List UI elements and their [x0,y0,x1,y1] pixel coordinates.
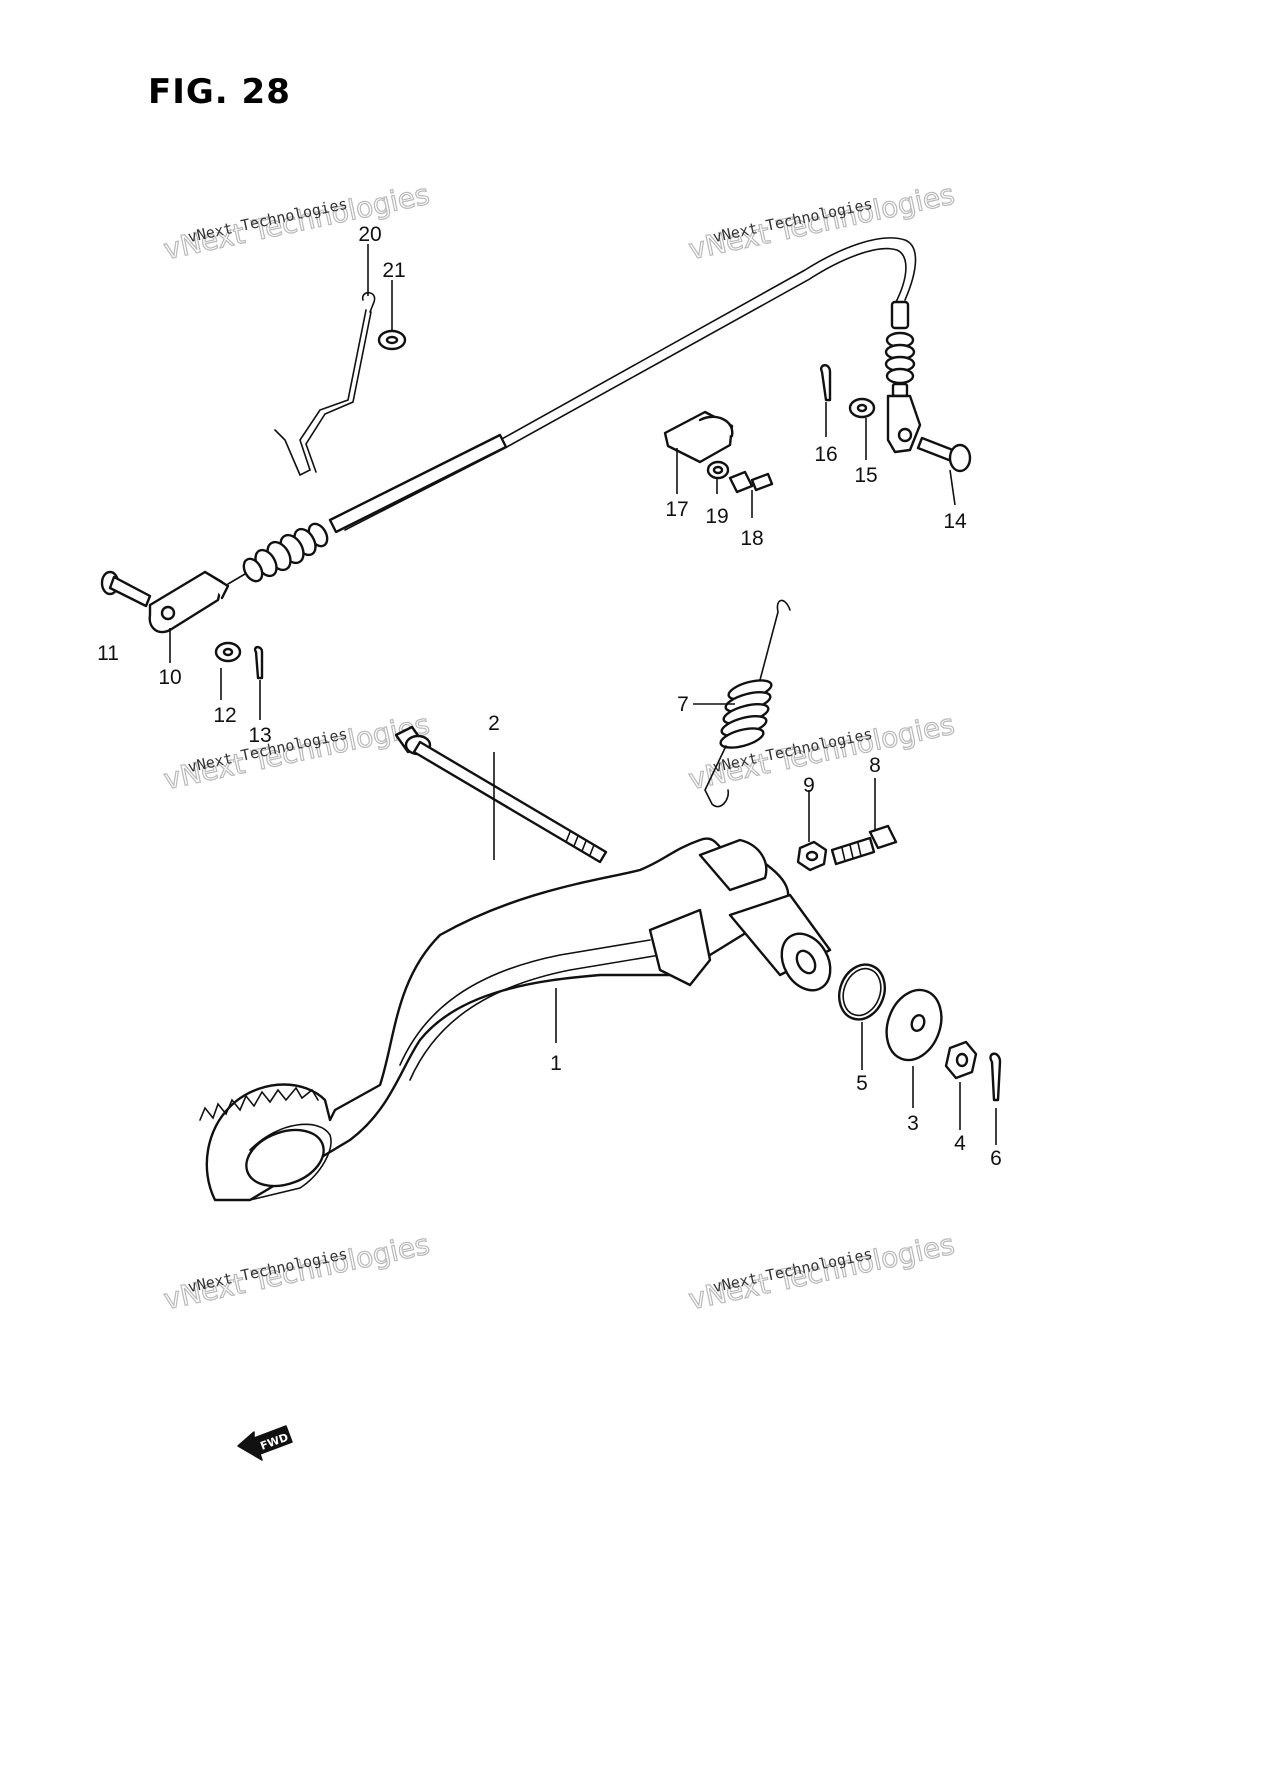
part-14-clevis-pin [916,436,972,473]
callout-14: 14 [943,510,967,533]
callout-7: 7 [677,693,689,716]
watermark-top-left: vNext Technologies vNext Technologies [160,177,433,267]
upper-clevis [886,394,922,454]
callout-1: 1 [550,1052,562,1075]
part-3-washer [885,988,943,1062]
part-12-washer [214,641,242,663]
part-11-clevis-pin [100,570,152,608]
part-16-cotter-pin [820,364,832,402]
callout-17: 17 [665,498,688,521]
cable-boot-upper [884,300,916,398]
callout-3: 3 [907,1112,919,1135]
callout-19: 19 [705,505,728,528]
callout-21: 21 [382,259,405,282]
figure-title: FIG. 28 [148,72,291,112]
watermark-bottom-left: vNext Technologies vNext Technologies [160,1227,433,1317]
fwd-arrow-icon: FWD [237,1425,293,1461]
part-17-cable-guide [663,410,734,464]
callout-8: 8 [869,754,881,777]
callout-20: 20 [358,223,381,246]
part-6-cotter-pin [989,1052,1002,1102]
part-15-washer [848,397,876,419]
part-2-long-bolt [394,725,608,864]
callout-11: 11 [97,642,119,665]
callout-16: 16 [814,443,837,466]
watermark-mid-left: vNext Technologies vNext Technologies [160,707,433,797]
watermark-top-right: vNext Technologies vNext Technologies [685,177,958,267]
callout-6: 6 [990,1147,1002,1170]
callout-12: 12 [213,704,236,727]
part-9-nut [796,840,828,872]
part-19-washer [706,460,730,480]
part-7-return-spring [704,599,791,808]
callout-10: 10 [158,666,181,689]
callout-labels: 1 2 3 4 5 6 7 8 9 10 11 12 13 14 15 16 1… [97,223,1002,1170]
part-8-bolt [830,824,898,866]
callout-5: 5 [856,1072,868,1095]
callout-2: 2 [488,712,500,735]
watermark-bottom-right: vNext Technologies vNext Technologies [685,1227,958,1317]
part-1-brake-pedal [199,837,832,1202]
part-5-o-ring [838,963,886,1021]
callout-15: 15 [854,464,877,487]
part-4-nut [944,1040,978,1080]
part-18-bolt [728,470,774,494]
callout-13: 13 [248,724,271,747]
part-13-cotter-pin [253,645,264,680]
cable-boot-lower [227,522,329,585]
part-20-wire-clip [274,291,376,477]
part-10-clevis [148,570,230,634]
part-21-washer [377,329,407,351]
brake-cable [227,237,917,585]
callout-4: 4 [954,1132,966,1155]
callout-9: 9 [803,774,815,797]
leader-lines [169,244,997,1145]
callout-18: 18 [740,527,763,550]
